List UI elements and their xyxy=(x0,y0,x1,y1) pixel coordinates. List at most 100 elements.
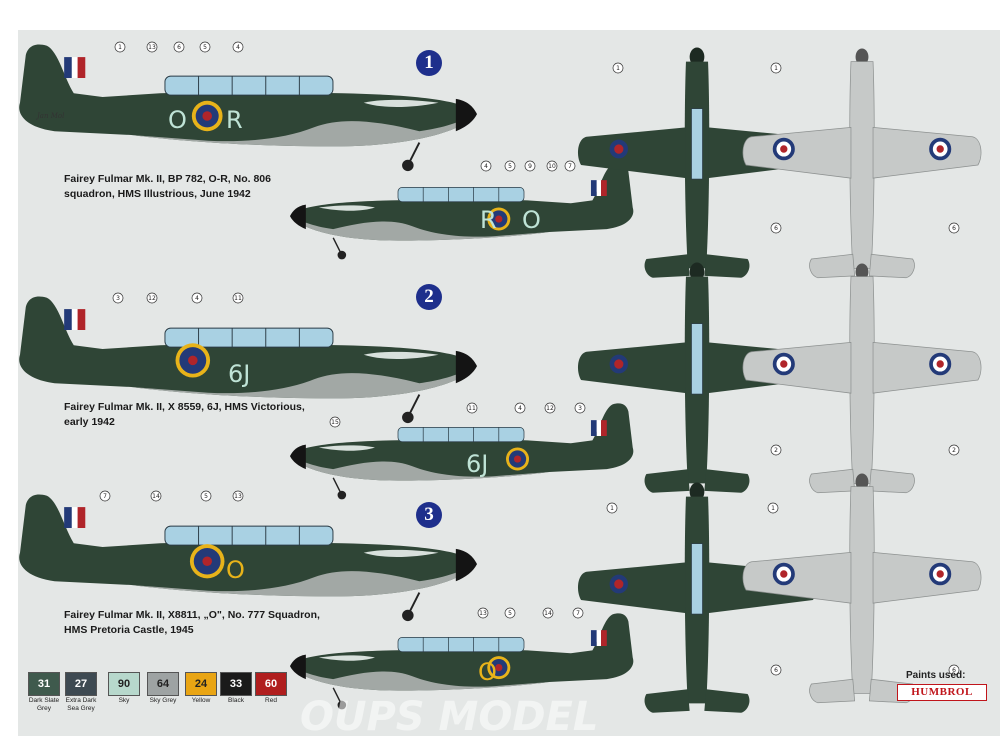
callout-marker xyxy=(612,62,624,74)
callout-marker xyxy=(574,402,586,414)
callout-number: 7 xyxy=(103,493,107,500)
callout-marker xyxy=(542,607,554,619)
callout-marker xyxy=(504,160,516,172)
code-2: 6J xyxy=(228,360,250,388)
badge-2: 2 xyxy=(416,284,442,310)
paint-chip-33: 33 Black xyxy=(217,672,255,705)
paint-chip-27: 27 Extra Dark Sea Grey xyxy=(62,672,100,712)
callout-marker xyxy=(504,607,516,619)
aircraft-3-side-bottom xyxy=(289,612,635,711)
callout-number: 2 xyxy=(952,447,956,454)
callout-number: 9 xyxy=(528,163,532,170)
paint-name: Dark Slate Grey xyxy=(28,697,60,712)
callout-marker xyxy=(146,292,158,304)
callout-number: 15 xyxy=(331,419,339,426)
callout-marker xyxy=(329,416,341,428)
callout-marker xyxy=(200,490,212,502)
paint-swatch: 33 xyxy=(220,672,252,696)
paint-swatch: 24 xyxy=(185,672,217,696)
callout-number: 7 xyxy=(576,610,580,617)
callout-number: 5 xyxy=(203,44,207,51)
caption-aircraft-3: Fairey Fulmar Mk. II, X8811, „O", No. 77… xyxy=(64,609,320,636)
paint-name: Red xyxy=(265,697,277,704)
callout-marker xyxy=(191,292,203,304)
callout-number: 6 xyxy=(952,225,956,232)
code-1b-right: O xyxy=(522,206,541,234)
callout-number: 7 xyxy=(568,163,572,170)
code-2b: 6J xyxy=(466,450,488,478)
callout-number: 13 xyxy=(148,44,156,51)
callout-number: 12 xyxy=(546,405,554,412)
code-3: O xyxy=(226,556,245,584)
callout-marker xyxy=(466,402,478,414)
paint-swatch: 90 xyxy=(108,672,140,696)
callout-marker xyxy=(477,607,489,619)
callout-number: 2 xyxy=(774,447,778,454)
paint-swatch: 31 xyxy=(28,672,60,696)
callout-number: 3 xyxy=(116,295,120,302)
callout-marker xyxy=(770,222,782,234)
paint-name: Black xyxy=(228,697,244,704)
callout-marker xyxy=(767,502,779,514)
callout-number: 6 xyxy=(774,667,778,674)
callout-marker xyxy=(112,292,124,304)
badge-1: 1 xyxy=(416,50,442,76)
callout-number: 4 xyxy=(195,295,199,302)
callout-number: 1 xyxy=(616,65,620,72)
callout-number: 6 xyxy=(177,44,181,51)
caption-aircraft-1: Fairey Fulmar Mk. II, BP 782, O-R, No. 8… xyxy=(64,173,271,200)
callout-number: 1 xyxy=(118,44,122,51)
code-1-right: R xyxy=(226,106,243,134)
callout-marker xyxy=(232,292,244,304)
callout-marker xyxy=(150,490,162,502)
callout-number: 4 xyxy=(484,163,488,170)
callout-marker xyxy=(99,490,111,502)
paint-name: Sky xyxy=(118,697,130,704)
callout-number: 1 xyxy=(774,65,778,72)
callout-number: 6 xyxy=(952,667,956,674)
callout-number: 5 xyxy=(204,493,208,500)
callout-number: 11 xyxy=(468,405,476,412)
callout-marker xyxy=(514,402,526,414)
callout-number: 14 xyxy=(152,493,160,500)
paint-chip-24: 24 Yellow xyxy=(182,672,220,705)
callout-marker xyxy=(146,41,158,53)
callout-marker xyxy=(114,41,126,53)
paint-swatch: 64 xyxy=(147,672,179,696)
paint-chip-90: 90 Sky xyxy=(105,672,143,705)
paint-chip-64: 64 Sky Grey xyxy=(144,672,182,705)
callout-number: 14 xyxy=(544,610,552,617)
paint-chip-60: 60 Red xyxy=(252,672,290,705)
humbrol-logo: HUMBROL xyxy=(897,684,987,701)
caption-aircraft-2: Fairey Fulmar Mk. II, X 8559, 6J, HMS Vi… xyxy=(64,401,305,428)
callout-number: 4 xyxy=(518,405,522,412)
callout-marker xyxy=(770,62,782,74)
code-1-left: O xyxy=(168,106,187,134)
callout-marker xyxy=(948,664,960,676)
callout-number: 6 xyxy=(774,225,778,232)
aircraft-1-side-bottom xyxy=(289,162,635,261)
callout-marker xyxy=(546,160,558,172)
callout-marker xyxy=(232,41,244,53)
callout-marker xyxy=(572,607,584,619)
watermark: OUPS MODEL xyxy=(300,694,598,740)
callout-number: 5 xyxy=(508,163,512,170)
callout-number: 1 xyxy=(610,505,614,512)
callout-marker xyxy=(199,41,211,53)
callout-marker xyxy=(173,41,185,53)
artist-signature: Jan Mol xyxy=(37,112,65,120)
callout-marker xyxy=(544,402,556,414)
callout-number: 3 xyxy=(578,405,582,412)
badge-3: 3 xyxy=(416,502,442,528)
callout-number: 13 xyxy=(479,610,487,617)
callout-marker xyxy=(232,490,244,502)
paint-chip-31: 31 Dark Slate Grey xyxy=(25,672,63,712)
callout-marker xyxy=(948,222,960,234)
aircraft-1-side-top xyxy=(19,44,477,171)
paint-name: Sky Grey xyxy=(149,697,177,704)
callout-number: 4 xyxy=(236,44,240,51)
callout-marker xyxy=(524,160,536,172)
callout-number: 11 xyxy=(234,295,242,302)
code-3b: O xyxy=(478,658,497,686)
callout-marker xyxy=(948,444,960,456)
